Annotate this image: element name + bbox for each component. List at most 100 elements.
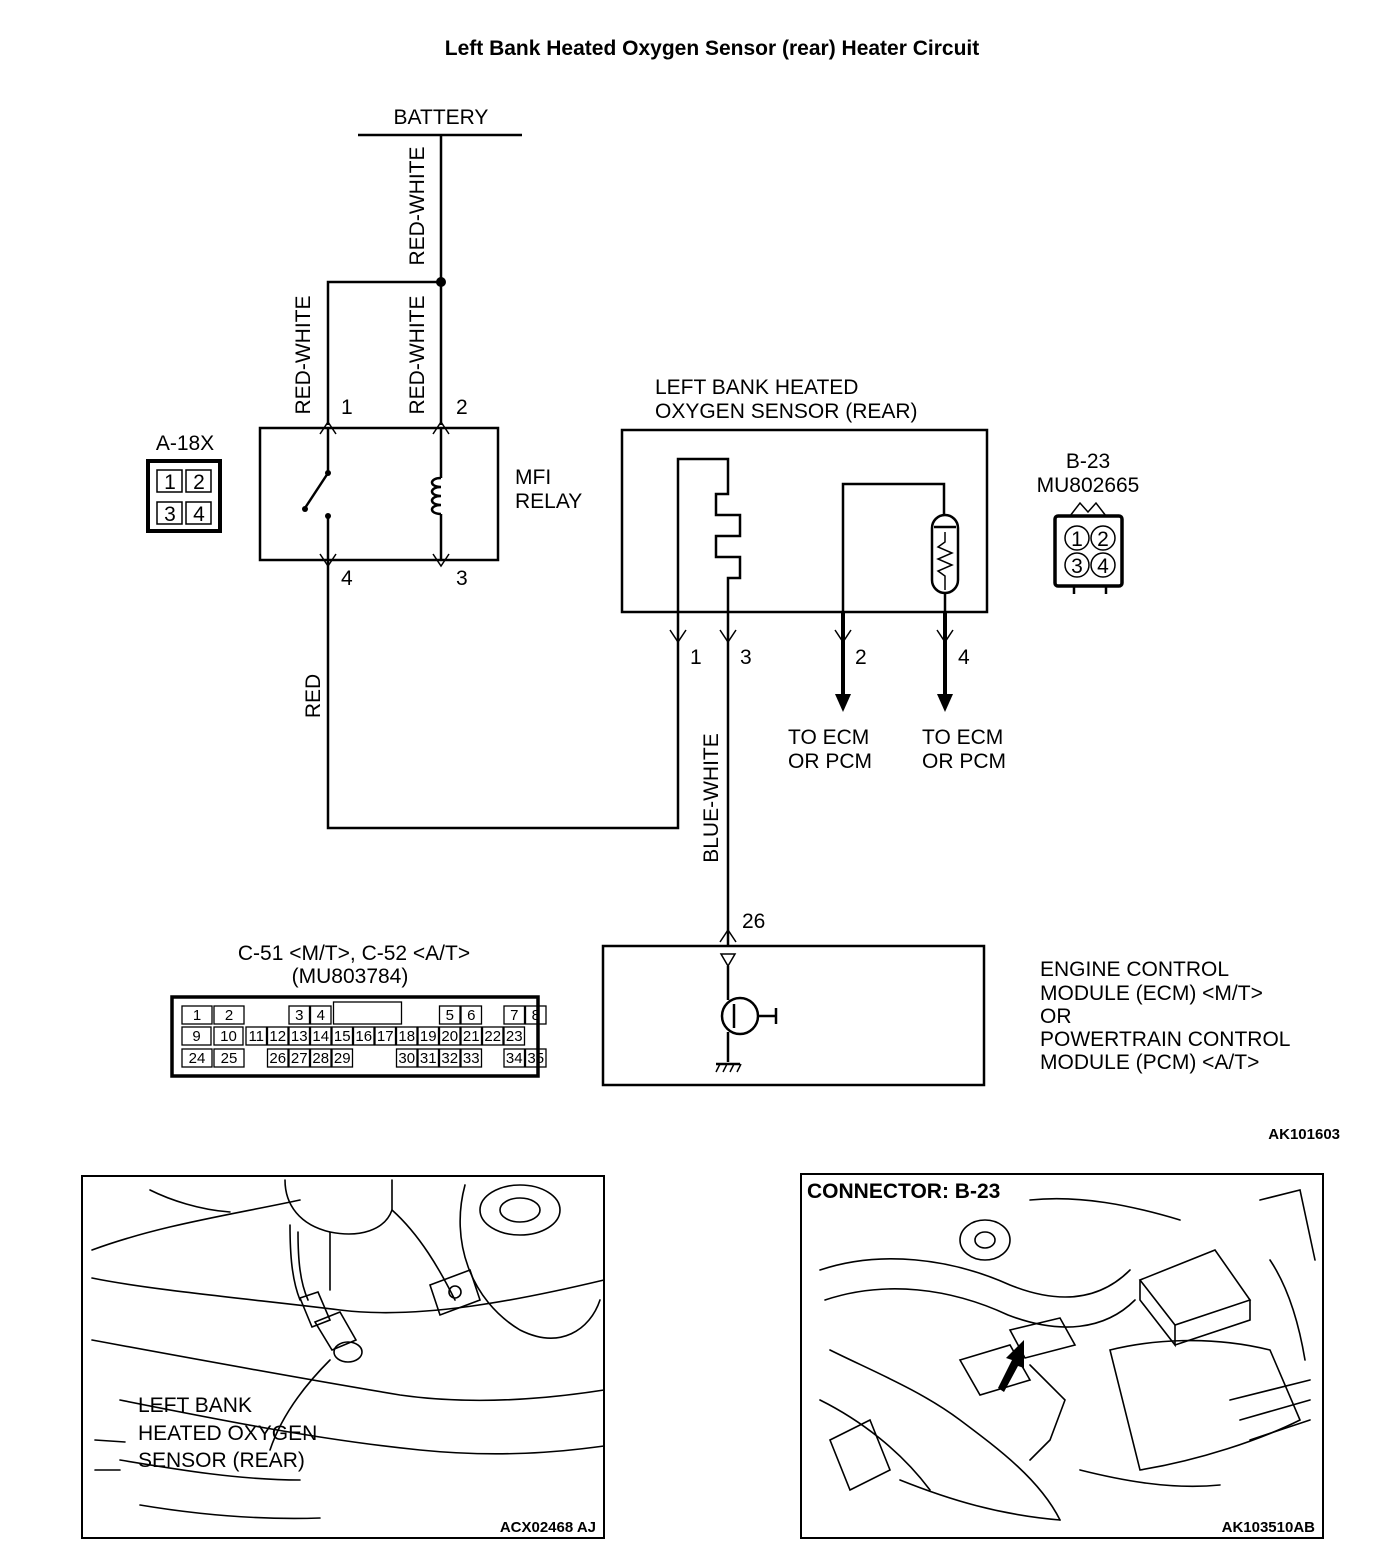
c51-pin-20: 20 <box>441 1028 458 1045</box>
ecm-box <box>601 944 986 1087</box>
sensor-label-line1: LEFT BANK HEATED <box>655 376 858 399</box>
c51-pin-12: 12 <box>269 1028 286 1045</box>
b23-pin-1: 1 <box>1071 528 1083 551</box>
a18x-pin-cell <box>185 469 212 493</box>
c51-pin-cell <box>395 1026 418 1046</box>
c51-pin-26: 26 <box>269 1050 286 1067</box>
c51-pin-21: 21 <box>463 1028 480 1045</box>
diagram-code: AK101603 <box>1268 1126 1340 1143</box>
c51-pin-cell <box>352 1026 375 1046</box>
c51-pin-cell <box>266 1026 289 1046</box>
c51-pin-cell <box>503 1026 526 1046</box>
b23-connector-face <box>1053 514 1124 588</box>
ground-icon-hatch <box>736 1063 742 1073</box>
ground-icon-hatch <box>729 1063 735 1073</box>
c51-pin-32: 32 <box>441 1050 458 1067</box>
relay-switch-blade <box>303 472 330 509</box>
a18x-connector-face <box>146 459 222 533</box>
relay-pin-4: 4 <box>341 567 353 590</box>
battery-label: BATTERY <box>394 106 489 129</box>
to-ecm-label-line2: OR PCM <box>922 750 1006 773</box>
c51-pin-24: 24 <box>189 1050 206 1067</box>
b23-pin-4: 4 <box>1097 555 1109 578</box>
relay-coil-icon <box>430 476 442 516</box>
c51-pin-6: 6 <box>467 1007 475 1024</box>
c51-pin-cell <box>460 1005 483 1025</box>
wire-color-relay-pin2: RED-WHITE <box>406 296 429 415</box>
connector-pointer-arrow-icon <box>998 1340 1024 1392</box>
relay-pin3-terminal <box>432 553 450 568</box>
a18x-connector-id: A-18X <box>156 432 214 455</box>
c51-pin-cell <box>395 1048 418 1068</box>
c51-pin-cell <box>503 1005 526 1025</box>
mfi-relay-label-line2: RELAY <box>515 490 582 513</box>
ecm-transistor-icon <box>720 996 760 1036</box>
photo-right-code: AK103510AB <box>1222 1519 1316 1536</box>
photo-left-frame <box>81 1175 605 1539</box>
c51-pin-25: 25 <box>221 1050 238 1067</box>
c51-pin-23: 23 <box>506 1028 523 1045</box>
to-ecm-arrow-icon <box>835 694 851 712</box>
c51-pin-4: 4 <box>317 1007 325 1024</box>
photo-left-label-line3: SENSOR (REAR) <box>138 1449 305 1472</box>
c51-pin-1: 1 <box>193 1007 201 1024</box>
photo-left-panel: LEFT BANK HEATED OXYGEN SENSOR (REAR) AC… <box>81 1175 605 1539</box>
c51-pin-cell <box>181 1026 212 1046</box>
wire-color-blue-white: BLUE-WHITE <box>700 733 723 863</box>
c51-pin-cell <box>524 1005 547 1025</box>
photo-right-title: CONNECTOR: B-23 <box>807 1180 1000 1203</box>
c51-pin-cell <box>438 1048 461 1068</box>
c51-pin-cell <box>213 1005 245 1025</box>
sensor-element-resistor <box>936 532 954 590</box>
sensor-box <box>620 428 989 614</box>
c51-connector-ids: C-51 <M/T>, C-52 <A/T> <box>238 942 470 965</box>
diagram-title: Left Bank Heated Oxygen Sensor (rear) He… <box>445 37 980 60</box>
c51-pin-cell <box>181 1048 213 1068</box>
c51-pin-10: 10 <box>220 1028 237 1045</box>
a18x-pin-2: 2 <box>193 471 205 494</box>
relay-pin1-terminal <box>319 420 337 435</box>
c51-pin-cell <box>309 1005 332 1025</box>
c51-pin-13: 13 <box>291 1028 308 1045</box>
a18x-pin-cell <box>156 469 183 493</box>
c51-pin-30: 30 <box>398 1050 415 1067</box>
photo-left-label-line2: HEATED OXYGEN <box>138 1422 317 1445</box>
b23-connector-id: B-23 <box>1066 450 1110 473</box>
c51-pin-cell <box>309 1048 332 1068</box>
c51-pin-29: 29 <box>334 1050 351 1067</box>
c51-pin-cell <box>438 1005 461 1025</box>
c51-pin-19: 19 <box>420 1028 437 1045</box>
sensor-signal-wire <box>841 482 946 612</box>
c51-blank-block <box>332 1001 403 1025</box>
sensor-pin-3: 3 <box>740 646 752 669</box>
c51-pin-34: 34 <box>506 1050 523 1067</box>
mfi-relay-box <box>258 426 500 562</box>
ground-icon-hatch <box>722 1063 728 1073</box>
relay-pin-3: 3 <box>456 567 468 590</box>
c51-pin-3: 3 <box>295 1007 303 1024</box>
engine-bay-illustration <box>819 1189 1316 1521</box>
c51-pin-cell <box>481 1026 504 1046</box>
a18x-pin-cell <box>185 501 212 525</box>
c51-pin-31: 31 <box>420 1050 437 1067</box>
photo-right-frame <box>800 1173 1324 1539</box>
c51-connector-face <box>170 995 540 1078</box>
a18x-pin-3: 3 <box>164 503 176 526</box>
c51-pin-15: 15 <box>334 1028 351 1045</box>
sensor-location-illustration <box>91 1179 605 1520</box>
sensor-heater-element-icon <box>676 457 742 612</box>
c51-pin-8: 8 <box>532 1007 540 1024</box>
red-wire <box>326 560 680 830</box>
wire-color-battery-feed: RED-WHITE <box>406 147 429 266</box>
to-ecm-label-line1: TO ECM <box>922 726 1003 749</box>
c51-pin-cell <box>374 1026 397 1046</box>
c51-pin-cell <box>331 1048 354 1068</box>
c51-pin-2: 2 <box>225 1007 233 1024</box>
ecm-label-line2: MODULE (ECM) <M/T> <box>1040 982 1263 1005</box>
c51-pin-cell <box>288 1048 311 1068</box>
c51-connector-part: (MU803784) <box>292 965 409 988</box>
c51-pin-cell <box>288 1005 311 1025</box>
ecm-label-line4: POWERTRAIN CONTROL <box>1040 1028 1290 1051</box>
